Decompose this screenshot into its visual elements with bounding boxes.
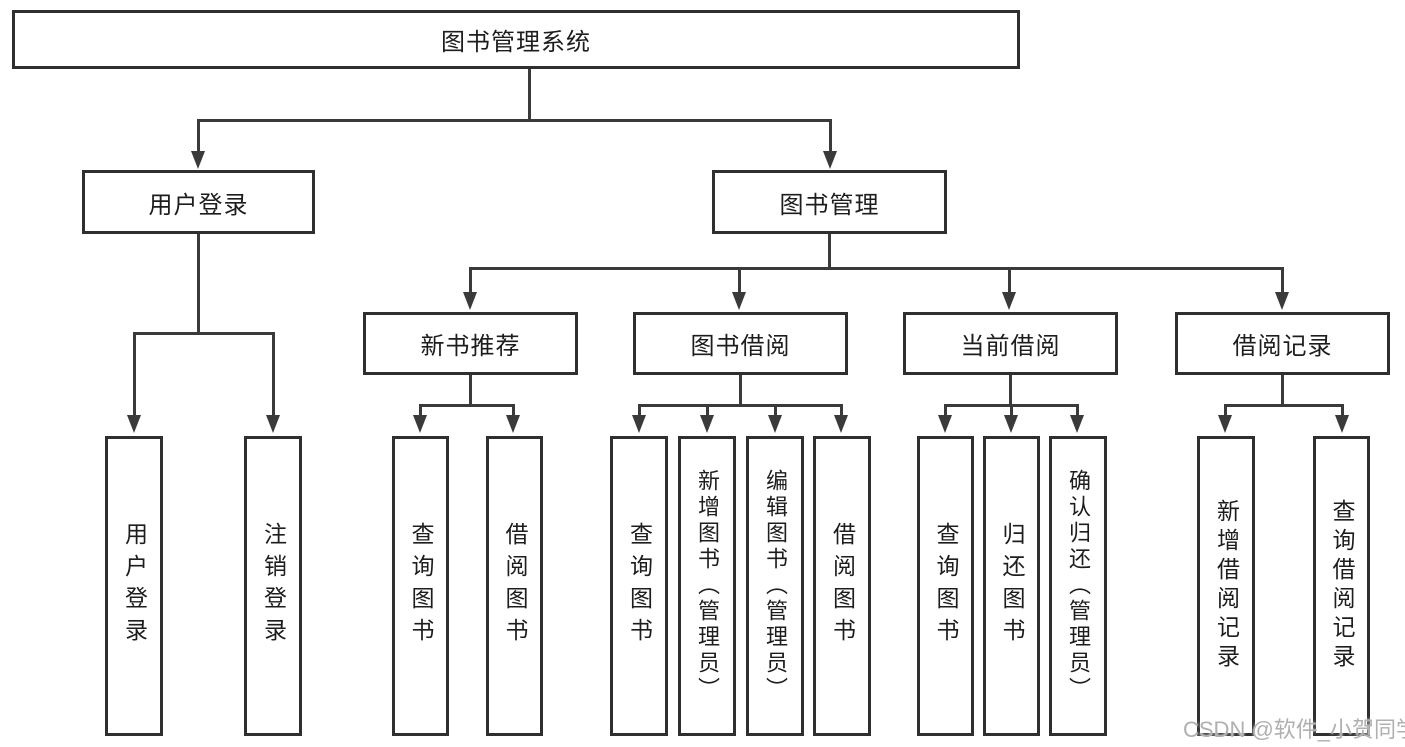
leaf-records-add-record: 新增借阅记录 — [1197, 436, 1255, 736]
node-new-book-recommend-label: 新书推荐 — [420, 333, 521, 360]
leaf-recommend-borrow-books-label: 借阅图书 — [502, 522, 528, 650]
connector-vline — [272, 332, 275, 416]
arrowhead-down-icon — [127, 415, 141, 433]
connector-hline — [638, 404, 843, 407]
arrowhead-down-icon — [938, 415, 952, 433]
arrowhead-down-icon — [768, 415, 782, 433]
leaf-recommend-query-books-label: 查询图书 — [408, 522, 434, 650]
connector-hline — [469, 267, 1284, 270]
connector-vline — [1224, 404, 1227, 416]
arrowhead-down-icon — [413, 415, 427, 433]
arrowhead-down-icon — [506, 415, 520, 433]
leaf-records-query-record-label: 查询借阅记录 — [1329, 499, 1355, 673]
connector-vline — [706, 404, 709, 416]
connector-vline — [829, 119, 832, 153]
arrowhead-down-icon — [700, 415, 714, 433]
leaf-current-return-books-label: 归还图书 — [999, 522, 1025, 650]
node-root: 图书管理系统 — [12, 10, 1020, 69]
leaf-user-login: 用户登录 — [105, 436, 163, 736]
connector-hline — [419, 404, 515, 407]
arrowhead-down-icon — [1070, 415, 1084, 433]
csdn-watermark: CSDN @软件_小贺同学 — [1183, 717, 1405, 742]
node-current-borrow: 当前借阅 — [903, 312, 1118, 375]
node-current-borrow-label: 当前借阅 — [960, 333, 1061, 360]
connector-vline — [1010, 404, 1013, 416]
connector-vline — [469, 267, 472, 293]
connector-vline — [1281, 375, 1284, 407]
node-new-book-recommend: 新书推荐 — [363, 312, 578, 375]
arrowhead-down-icon — [1218, 415, 1232, 433]
leaf-current-query-books: 查询图书 — [917, 436, 974, 736]
arrowhead-down-icon — [463, 292, 477, 310]
connector-vline — [739, 375, 742, 407]
arrowhead-down-icon — [732, 292, 746, 310]
connector-vline — [738, 267, 741, 293]
connector-hline — [197, 119, 831, 122]
node-book-borrow-label: 图书借阅 — [690, 333, 791, 360]
node-user-login-label: 用户登录 — [148, 191, 249, 219]
connector-vline — [528, 69, 531, 121]
arrowhead-down-icon — [823, 151, 837, 169]
connector-vline — [469, 375, 472, 407]
arrowhead-down-icon — [1004, 415, 1018, 433]
connector-vline — [638, 404, 641, 416]
connector-vline — [1008, 267, 1011, 293]
arrowhead-down-icon — [1002, 292, 1016, 310]
arrowhead-down-icon — [191, 151, 205, 169]
arrowhead-down-icon — [1275, 292, 1289, 310]
leaf-recommend-borrow-books: 借阅图书 — [486, 436, 543, 736]
leaf-borrow-borrow-books-label: 借阅图书 — [829, 522, 856, 650]
leaf-current-query-books-label: 查询图书 — [933, 522, 959, 650]
node-root-label: 图书管理系统 — [441, 29, 591, 56]
connector-vline — [133, 332, 136, 416]
node-book-management-label: 图书管理 — [779, 191, 880, 219]
node-book-management: 图书管理 — [712, 170, 947, 234]
connector-vline — [197, 234, 200, 334]
leaf-current-confirm-return-admin: 确认归还（管理员） — [1049, 436, 1107, 736]
arrowhead-down-icon — [632, 415, 646, 433]
connector-vline — [944, 404, 947, 416]
connector-hline — [133, 332, 275, 335]
connector-vline — [512, 404, 515, 416]
leaf-recommend-query-books: 查询图书 — [392, 436, 449, 736]
connector-vline — [1009, 375, 1012, 407]
node-borrow-records: 借阅记录 — [1175, 312, 1390, 375]
connector-vline — [840, 404, 843, 416]
connector-vline — [828, 234, 831, 270]
leaf-borrow-query-books: 查询图书 — [610, 436, 668, 736]
connector-vline — [197, 119, 200, 153]
arrowhead-down-icon — [1335, 415, 1349, 433]
leaf-logout-label: 注销登录 — [260, 522, 287, 650]
connector-vline — [1281, 267, 1284, 293]
leaf-logout: 注销登录 — [244, 436, 302, 736]
node-user-login: 用户登录 — [82, 170, 315, 234]
leaf-borrow-borrow-books: 借阅图书 — [813, 436, 871, 736]
leaf-borrow-edit-books-admin-label: 编辑图书（管理员） — [763, 469, 788, 703]
leaf-borrow-add-books-admin: 新增图书（管理员） — [678, 436, 736, 736]
connector-vline — [1076, 404, 1079, 416]
leaf-borrow-add-books-admin-label: 新增图书（管理员） — [695, 469, 720, 703]
leaf-current-return-books: 归还图书 — [983, 436, 1040, 736]
connector-vline — [774, 404, 777, 416]
leaf-borrow-edit-books-admin: 编辑图书（管理员） — [746, 436, 804, 736]
arrowhead-down-icon — [266, 415, 280, 433]
connector-vline — [419, 404, 422, 416]
leaf-records-query-record: 查询借阅记录 — [1313, 436, 1370, 736]
arrowhead-down-icon — [834, 415, 848, 433]
leaf-user-login-label: 用户登录 — [121, 522, 148, 650]
connector-hline — [1224, 404, 1343, 407]
leaf-records-add-record-label: 新增借阅记录 — [1213, 499, 1240, 673]
leaf-borrow-query-books-label: 查询图书 — [626, 522, 653, 650]
node-book-borrow: 图书借阅 — [633, 312, 848, 375]
connector-vline — [1341, 404, 1344, 416]
leaf-current-confirm-return-admin-label: 确认归还（管理员） — [1066, 469, 1091, 703]
node-borrow-records-label: 借阅记录 — [1232, 333, 1333, 360]
